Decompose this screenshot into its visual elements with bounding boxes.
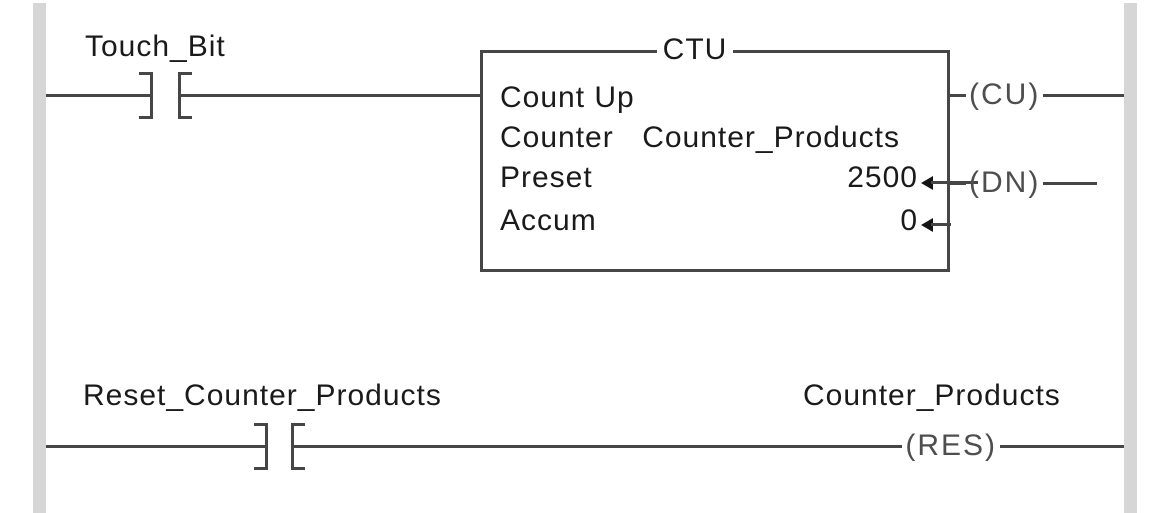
right-power-rail	[1124, 3, 1137, 513]
coil-lead-wire	[950, 181, 966, 185]
bracket-pole	[265, 423, 268, 470]
left-arrow-icon	[921, 218, 933, 232]
bracket-serif	[178, 72, 192, 75]
contact-tag-label[interactable]: Reset_Counter_Products	[83, 379, 442, 412]
coil-tag-label[interactable]: Counter_Products	[803, 379, 1061, 412]
ctu-output-dn[interactable]: (DN)	[950, 166, 1097, 200]
ctu-counter-label: Counter	[500, 121, 614, 154]
coil-lead-wire	[1043, 181, 1097, 185]
ctu-output-cu[interactable]: (CU)	[950, 78, 1124, 112]
arrow-tail-wire	[931, 223, 951, 226]
bracket-pole	[150, 72, 153, 119]
coil-lead-wire	[294, 444, 903, 448]
wire-segment	[181, 94, 480, 97]
ctu-preset-label: Preset	[500, 161, 593, 194]
bracket-serif	[139, 72, 153, 75]
bracket-serif	[178, 116, 192, 119]
res-coil-text: (RES)	[905, 429, 997, 462]
ctu-accum-value[interactable]: 0	[900, 204, 918, 237]
bracket-serif	[139, 116, 153, 119]
ctu-preset-value[interactable]: 2500	[847, 161, 918, 194]
bracket-pole	[291, 423, 294, 470]
ctu-title: CTU	[480, 33, 910, 67]
xic-contact-touch-bit[interactable]	[139, 72, 192, 119]
ctu-instruction-name: Count Up	[500, 81, 635, 114]
coil-lead-wire	[1043, 93, 1124, 97]
bracket-pole	[178, 72, 181, 119]
ctu-mnemonic: CTU	[656, 35, 734, 65]
coil-lead-wire	[1000, 444, 1124, 448]
bracket-serif	[291, 423, 305, 426]
wire-segment	[46, 94, 150, 97]
wire-segment	[46, 445, 266, 448]
ctu-accum-label: Accum	[500, 204, 597, 237]
contact-tag-label[interactable]: Touch_Bit	[85, 30, 226, 63]
bracket-serif	[291, 467, 305, 470]
cu-coil-text: (CU)	[969, 78, 1041, 111]
bracket-serif	[254, 467, 268, 470]
ctu-counter-operand[interactable]: Counter_Products	[642, 121, 900, 154]
left-arrow-icon	[921, 176, 933, 190]
bracket-serif	[254, 423, 268, 426]
coil-lead-wire	[950, 93, 966, 97]
res-coil[interactable]: (RES)	[294, 429, 1124, 463]
dn-coil-text: (DN)	[969, 166, 1041, 199]
left-power-rail	[33, 3, 46, 513]
xic-contact-reset-counter[interactable]	[254, 423, 307, 470]
